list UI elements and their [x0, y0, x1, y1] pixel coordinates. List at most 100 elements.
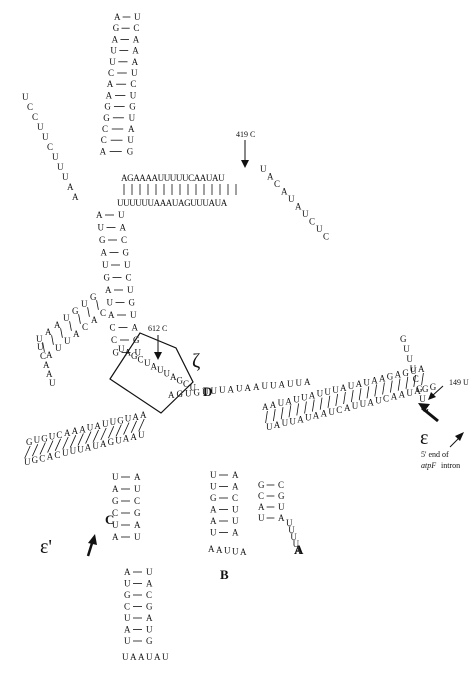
- nucleotide: U: [127, 135, 134, 145]
- nucleotide: U: [406, 388, 413, 398]
- nucleotide: A: [46, 350, 53, 360]
- base-pair-bond: [77, 433, 84, 446]
- nucleotide: U: [125, 414, 132, 424]
- nucleotide: A: [132, 46, 139, 56]
- nucleotide: G: [146, 636, 153, 646]
- nucleotide: C: [274, 179, 280, 189]
- nucleotide: A: [73, 329, 80, 339]
- nucleotide: A: [356, 379, 363, 389]
- base-pair-bond: [115, 424, 122, 437]
- nucleotide: G: [134, 508, 141, 518]
- nucleotide: A: [279, 380, 286, 390]
- nucleotide: U: [289, 416, 296, 426]
- nucleotide: A: [96, 210, 103, 220]
- nucleotide: A: [100, 439, 107, 449]
- nucleotide: U: [301, 393, 308, 403]
- nucleotide: U: [37, 342, 44, 352]
- nucleotide: U: [324, 387, 331, 397]
- nucleotide: U: [328, 407, 335, 417]
- mutation-label-419: 419 C: [236, 130, 255, 139]
- nucleotide: U: [118, 344, 125, 354]
- nucleotide: A: [344, 403, 351, 413]
- nucleotide: U: [278, 398, 285, 408]
- nucleotide: A: [418, 364, 425, 374]
- base-pair-bond: [96, 300, 99, 310]
- base-pair-bond: [304, 401, 307, 414]
- nucleotide: U: [236, 384, 243, 394]
- nucleotide: A: [134, 520, 141, 530]
- nucleotide: U: [406, 354, 413, 364]
- nucleotide: U: [138, 430, 145, 440]
- mutation-arrow-612: [154, 335, 162, 360]
- long-helix-top-strand: AGAAAAUUUUUCAAUAU: [121, 173, 225, 183]
- nucleotide: A: [170, 372, 177, 382]
- nucleotide: A: [120, 223, 127, 233]
- base-pair-bond: [100, 427, 107, 441]
- nucleotide: C: [121, 235, 127, 245]
- nucleotide: U: [92, 441, 99, 451]
- long-helix-bottom-strand: UUUUUUAAAUAGUUUAUA: [117, 198, 228, 208]
- nucleotide: G: [113, 348, 120, 358]
- nucleotide: U: [98, 223, 105, 233]
- nucleotide: A: [367, 397, 374, 407]
- nucleotide: G: [99, 235, 106, 245]
- nucleotide: U: [287, 379, 294, 389]
- nucleotide: A: [309, 391, 316, 401]
- nucleotide: A: [208, 544, 215, 554]
- nucleotide: G: [113, 23, 120, 33]
- nucleotide: A: [91, 315, 98, 325]
- nucleotide: U: [134, 12, 141, 22]
- mutation-arrow-419: [241, 140, 249, 168]
- nucleotide: C: [336, 405, 342, 415]
- nucleotide: G: [278, 491, 285, 501]
- nucleotide: A: [168, 390, 175, 400]
- base-pair-bond: [265, 410, 268, 424]
- nucleotide: U: [360, 399, 367, 409]
- nucleotide: C: [54, 450, 60, 460]
- base-pair-bond: [87, 307, 90, 317]
- nucleotide: A: [112, 484, 119, 494]
- base-pair-bond: [397, 378, 401, 391]
- nucleotide: U: [266, 422, 273, 432]
- nucleotide: C: [108, 68, 114, 78]
- nucleotide: U: [410, 364, 417, 374]
- nucleotide: A: [414, 386, 421, 396]
- nucleotide: A: [146, 613, 153, 623]
- nucleotide: U: [135, 348, 142, 358]
- nucleotide: U: [110, 417, 117, 427]
- nucleotide: G: [124, 590, 131, 600]
- base-pair-bond: [280, 407, 284, 420]
- nucleotide: U: [55, 343, 62, 353]
- nucleotide: A: [72, 426, 79, 436]
- nucleotide: U: [129, 113, 136, 123]
- nucleotide: A: [379, 374, 386, 384]
- nucleotide: U: [363, 377, 370, 387]
- domain-C-label: C: [105, 512, 114, 527]
- base-pair-bond: [108, 426, 115, 439]
- nucleotide: U: [293, 539, 300, 549]
- nucleotide: U: [157, 365, 164, 375]
- base-pair-bond: [70, 435, 77, 448]
- nucleotide: U: [296, 378, 303, 388]
- nucleotide: A: [210, 505, 217, 515]
- nucleotide: U: [146, 652, 153, 662]
- nucleotide: G: [103, 113, 110, 123]
- nucleotide: A: [106, 90, 113, 100]
- base-pair-bond: [335, 393, 338, 406]
- nucleotide: U: [286, 518, 293, 528]
- nucleotide: U: [144, 358, 151, 368]
- nucleotides: AGAUUCAAGGCCAUCAAAUCUGUAUGUACAUAUCUCUCCU…: [22, 12, 437, 662]
- nucleotide: U: [302, 209, 309, 219]
- nucleotide: G: [416, 384, 423, 394]
- nucleotide: C: [112, 508, 118, 518]
- nucleotide: U: [70, 446, 77, 456]
- nucleotide: U: [131, 68, 138, 78]
- nucleotide: A: [232, 470, 239, 480]
- nucleotide: G: [41, 433, 48, 443]
- nucleotide: C: [413, 374, 419, 384]
- nucleotide: U: [288, 525, 295, 535]
- base-pair-bond: [138, 418, 145, 432]
- base-pair-bond: [39, 442, 46, 455]
- nucleotide: A: [295, 546, 302, 556]
